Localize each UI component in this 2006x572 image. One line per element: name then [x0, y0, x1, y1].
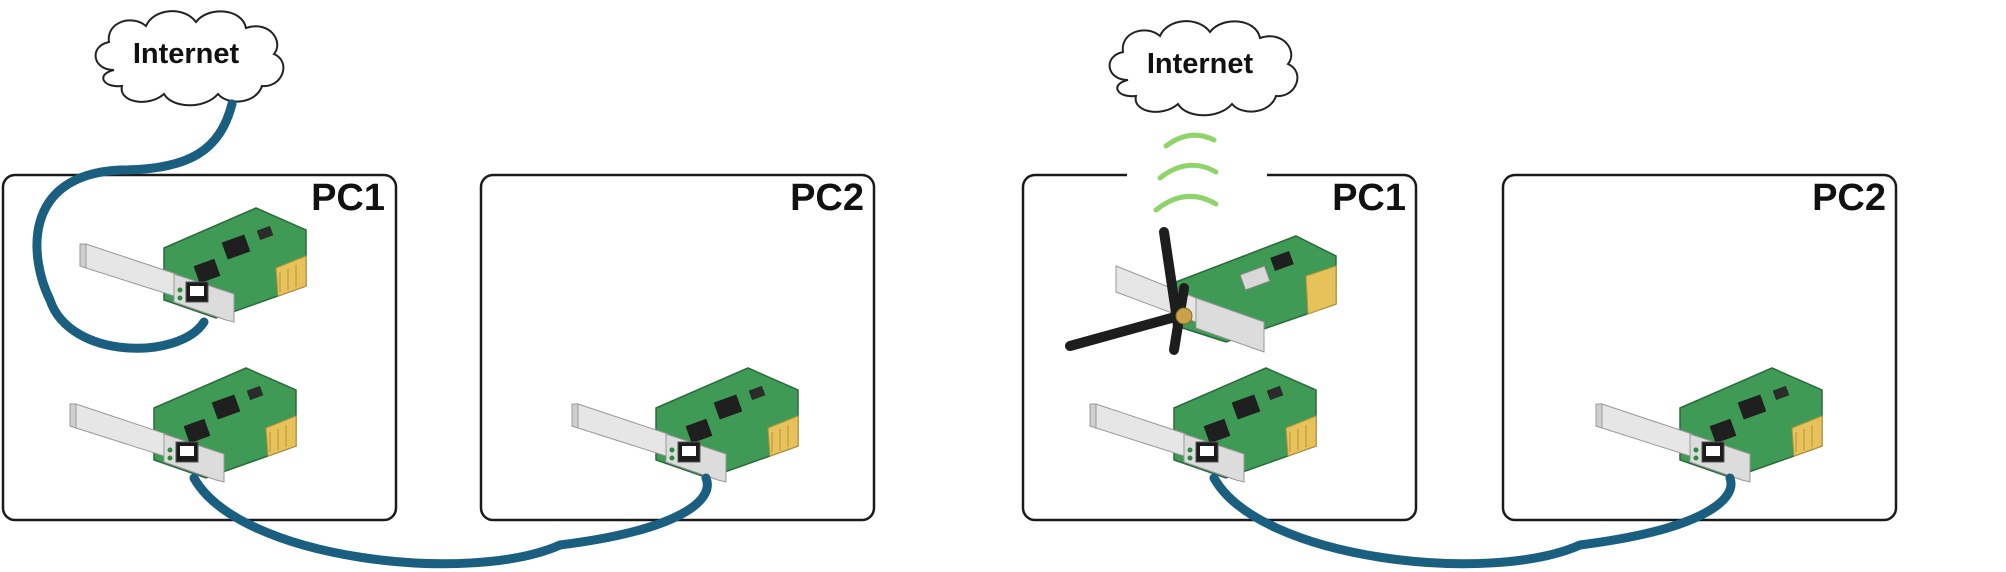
wifi-signal-icon: [1153, 132, 1219, 213]
pc2-box-left: [479, 173, 876, 522]
ethernet-card-icon: [571, 367, 799, 483]
ethernet-card-icon: [69, 367, 297, 483]
pc1-box-left: [1, 173, 398, 522]
pc1-label-right: PC1: [1332, 177, 1406, 219]
pc2-label-right: PC2: [1812, 177, 1886, 219]
network-cable: [189, 473, 712, 569]
pc1-label-left: PC1: [311, 177, 385, 219]
pc2-box-right: [1501, 173, 1898, 522]
internet-label-left: Internet: [133, 38, 240, 70]
left-scenario: PC1 PC2 Internet: [1, 10, 876, 569]
network-cable: [32, 99, 237, 353]
wireless-card-icon: [1070, 232, 1336, 352]
internet-label-right: Internet: [1147, 48, 1254, 80]
ethernet-card-icon: [1089, 367, 1317, 483]
ethernet-card-icon: [1595, 367, 1823, 483]
pc2-label-left: PC2: [790, 177, 864, 219]
ethernet-card-icon: [79, 207, 307, 323]
right-scenario: PC1 PC2 Internet: [1021, 20, 1898, 569]
network-cable: [1209, 473, 1736, 569]
